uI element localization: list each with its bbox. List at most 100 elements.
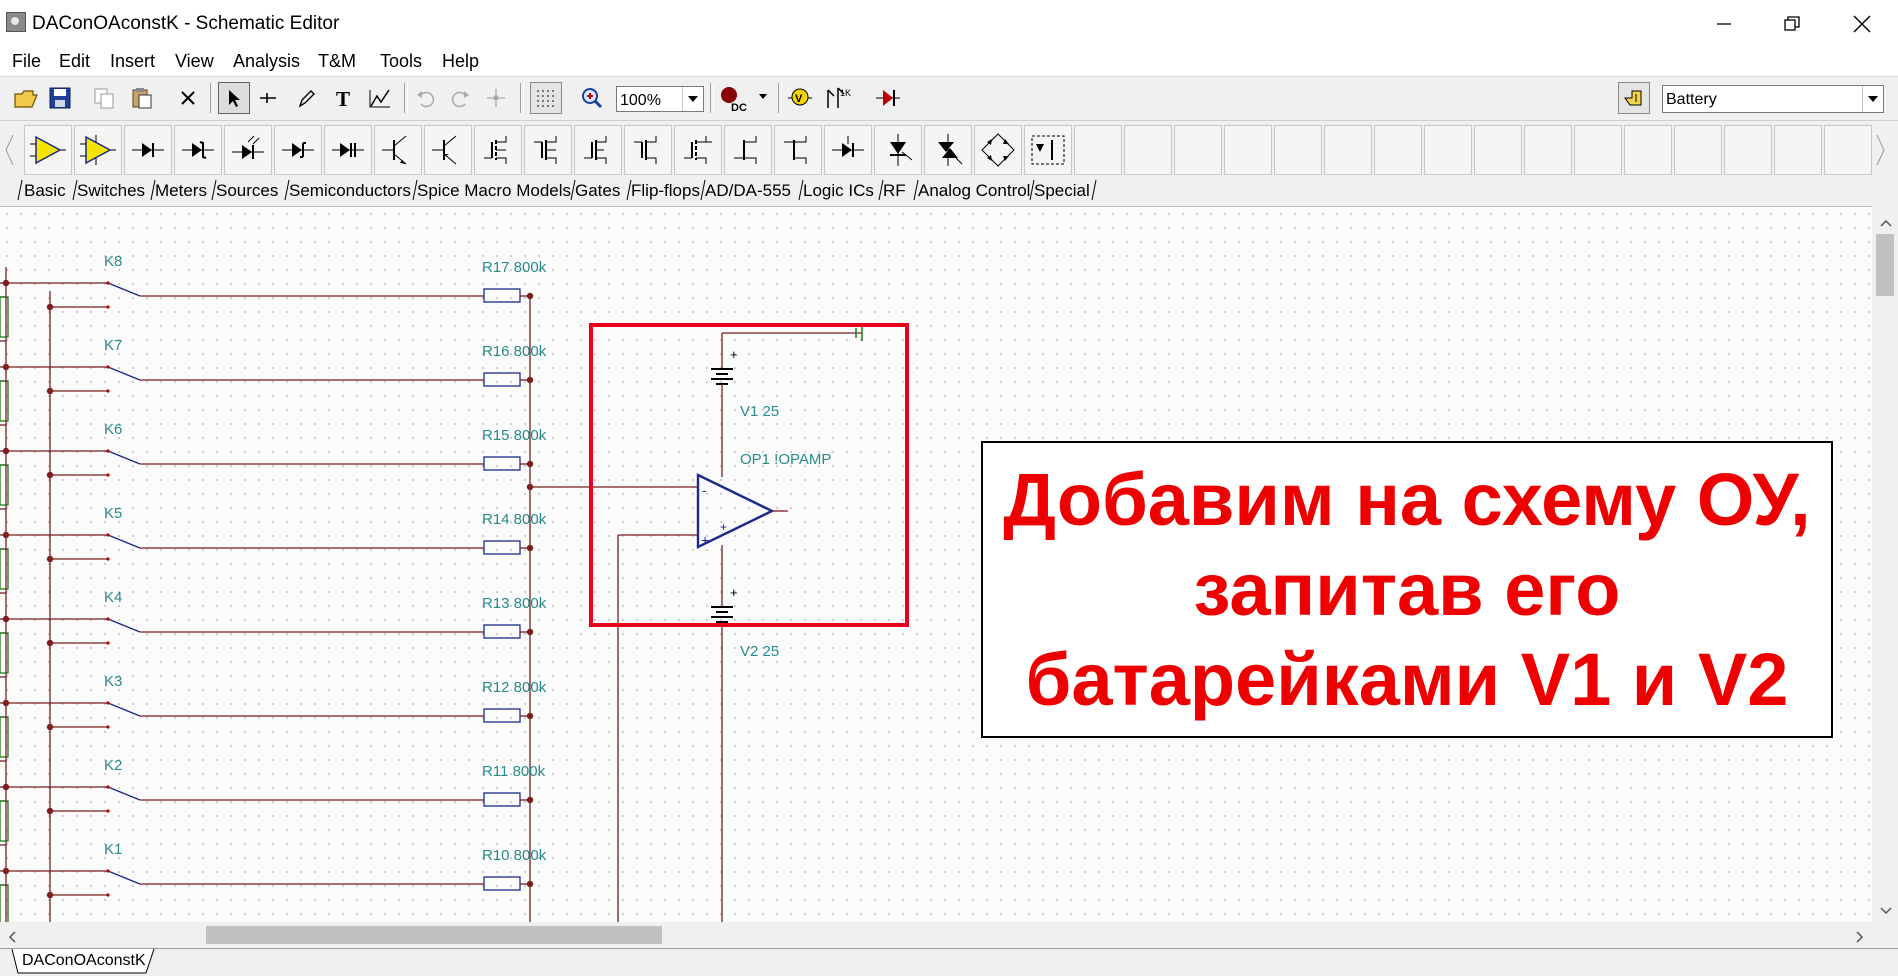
horizontal-scrollbar[interactable] [0, 922, 1872, 948]
pencil-tool-button[interactable] [290, 82, 322, 114]
palette-empty-13[interactable] [1674, 125, 1722, 175]
horizontal-scroll-thumb[interactable] [206, 926, 662, 944]
palette-opamp-5term[interactable] [74, 125, 122, 175]
text-tool-button[interactable]: T [328, 82, 360, 114]
copy-button[interactable] [88, 82, 120, 114]
palette-empty-16[interactable] [1824, 125, 1872, 175]
component-select[interactable]: Battery [1662, 85, 1884, 113]
restore-button[interactable] [1762, 0, 1822, 48]
tab-sources[interactable]: Sources [216, 181, 279, 200]
tab-meters[interactable]: Meters [155, 181, 207, 200]
palette-empty-1[interactable] [1074, 125, 1122, 175]
tab-basic[interactable]: Basic [24, 181, 66, 200]
scroll-up-icon[interactable] [1880, 214, 1892, 232]
tab-special[interactable]: Special [1034, 181, 1090, 200]
minimize-button[interactable] [1694, 0, 1754, 48]
palette-empty-9[interactable] [1474, 125, 1522, 175]
palette-empty-14[interactable] [1724, 125, 1772, 175]
palette-led[interactable] [224, 125, 272, 175]
palette-bridge[interactable] [974, 125, 1022, 175]
palette-pmos-depl[interactable] [624, 125, 672, 175]
palette-npn[interactable] [374, 125, 422, 175]
vertical-scrollbar[interactable] [1872, 206, 1898, 922]
junction-button[interactable] [480, 82, 512, 114]
palette-jfet-n[interactable] [724, 125, 772, 175]
menu-view[interactable]: View [175, 51, 214, 71]
palette-empty-5[interactable] [1274, 125, 1322, 175]
palette-triac[interactable] [924, 125, 972, 175]
tab-analog-control[interactable]: Analog Control [918, 181, 1031, 200]
menu-edit[interactable]: Edit [59, 51, 91, 71]
menu-tools[interactable]: Tools [380, 51, 423, 71]
voltmeter-button[interactable]: V [784, 82, 816, 114]
dc-analysis-button[interactable]: DC [716, 82, 772, 114]
scroll-down-icon[interactable] [1880, 902, 1892, 920]
redo-button[interactable] [444, 82, 476, 114]
palette-empty-8[interactable] [1424, 125, 1472, 175]
palette-jfet-p[interactable] [774, 125, 822, 175]
palette-empty-12[interactable] [1624, 125, 1672, 175]
scroll-left-icon[interactable] [4, 134, 14, 170]
palette-varicap[interactable] [324, 125, 372, 175]
palette-empty-10[interactable] [1524, 125, 1572, 175]
switch-blade [107, 282, 141, 297]
tab-rf[interactable]: RF [883, 181, 906, 200]
paste-icon [132, 88, 152, 109]
place-component-button[interactable] [1618, 82, 1650, 114]
palette-empty-2[interactable] [1124, 125, 1172, 175]
tab-logic-ics[interactable]: Logic ICs [803, 181, 874, 200]
scroll-right-icon[interactable] [1876, 134, 1886, 170]
palette-pmos[interactable] [524, 125, 572, 175]
tab-gates[interactable]: Gates [575, 181, 621, 200]
palette-empty-3[interactable] [1174, 125, 1222, 175]
switch-contact [106, 893, 110, 897]
wire-tool-button[interactable] [252, 82, 284, 114]
tab-spice-macro-models[interactable]: Spice Macro Models [417, 181, 572, 200]
palette-opamp[interactable] [24, 125, 72, 175]
palette-optocoupler[interactable] [1024, 125, 1072, 175]
annotation-box[interactable]: Добавим на схему ОУ, запитав его батарей… [981, 441, 1833, 738]
scroll-left-icon[interactable] [8, 930, 16, 948]
palette-diac[interactable] [824, 125, 872, 175]
palette-zener[interactable] [174, 125, 222, 175]
close-window-button[interactable] [1832, 0, 1892, 48]
paste-button[interactable] [126, 82, 158, 114]
scroll-right-icon[interactable] [1856, 930, 1864, 948]
palette-empty-11[interactable] [1574, 125, 1622, 175]
open-button[interactable] [10, 82, 42, 114]
tab-switches[interactable]: Switches [77, 181, 146, 200]
menu-file[interactable]: File [12, 51, 42, 71]
undo-button[interactable] [410, 82, 442, 114]
run-button[interactable] [872, 82, 904, 114]
palette-schottky[interactable] [274, 125, 322, 175]
tab-flip-flops[interactable]: Flip-flops [631, 181, 700, 200]
menu-analysis[interactable]: Analysis [233, 51, 301, 71]
save-button[interactable] [44, 82, 76, 114]
palette-empty-4[interactable] [1224, 125, 1272, 175]
menu-tm[interactable]: T&M [318, 51, 356, 71]
palette-nmos-depl[interactable] [574, 125, 622, 175]
palette-empty-15[interactable] [1774, 125, 1822, 175]
tab-semiconductors[interactable]: Semiconductors [289, 181, 411, 200]
grid-toggle-button[interactable] [530, 82, 562, 114]
palette-empty-7[interactable] [1374, 125, 1422, 175]
palette-igbt[interactable] [674, 125, 722, 175]
zoom-button[interactable] [576, 82, 608, 114]
palette-nmos[interactable] [474, 125, 522, 175]
zoom-select[interactable]: 100% [616, 86, 704, 112]
tab-ad-da-555[interactable]: AD/DA-555 [705, 181, 791, 200]
select-tool-button[interactable] [218, 82, 250, 114]
sheet-tab[interactable]: DAConOAconstK [22, 952, 146, 969]
menu-insert[interactable]: Insert [110, 51, 156, 71]
palette-thyristor[interactable] [874, 125, 922, 175]
vertical-scroll-thumb[interactable] [1876, 234, 1894, 296]
dc-analysis-icon: DC [721, 87, 767, 113]
palette-diode[interactable] [124, 125, 172, 175]
delete-button[interactable] [172, 82, 204, 114]
probe-button[interactable]: 1K [822, 82, 854, 114]
menu-help[interactable]: Help [442, 51, 480, 71]
palette-pnp[interactable] [424, 125, 472, 175]
graph-tool-button[interactable] [364, 82, 396, 114]
palette-empty-6[interactable] [1324, 125, 1372, 175]
